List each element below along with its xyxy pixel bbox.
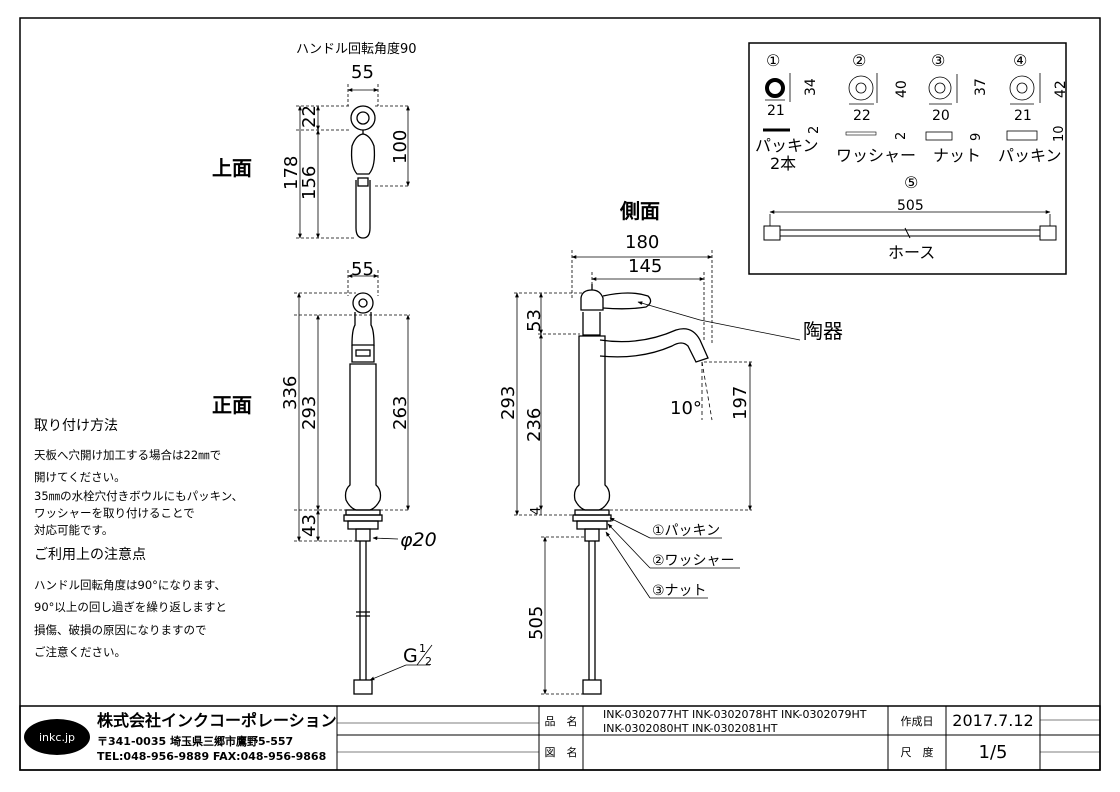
front-width-dim: 55 bbox=[351, 259, 374, 280]
part-2-width: 22 bbox=[853, 108, 871, 124]
company-logo bbox=[24, 719, 90, 755]
company-logo-text: inkc.jp bbox=[39, 731, 75, 744]
caution-line-2: 90°以上の回し過ぎを繰り返しますと bbox=[34, 600, 227, 614]
caution-line-3: 損傷、破損の原因になりますので bbox=[34, 623, 207, 637]
part-3-thickness: 9 bbox=[969, 133, 984, 141]
top-dim-178: 178 bbox=[281, 156, 302, 190]
top-view-outline bbox=[350, 105, 376, 239]
side-dim-236: 236 bbox=[524, 408, 545, 442]
top-width-dim: 55 bbox=[351, 62, 374, 83]
creation-date: 2017.7.12 bbox=[952, 711, 1033, 730]
front-dim-336: 336 bbox=[280, 376, 301, 410]
part-5-hose: ⑤ 505 ホース bbox=[763, 173, 1057, 262]
part-4-height: 42 bbox=[1053, 80, 1069, 98]
side-dim-180: 180 bbox=[625, 232, 659, 253]
part-2-washer: ② 40 22 2 ワッシャー bbox=[836, 51, 916, 165]
drawing-name-label: 図 名 bbox=[545, 745, 578, 759]
parts-box: ① 34 21 2 パッキン 2本 ② 40 22 2 ワッシャー ③ bbox=[748, 42, 1069, 275]
side-view: 側面 bbox=[498, 199, 843, 695]
install-line-5: 対応可能です。 bbox=[34, 523, 113, 537]
part-3-width: 20 bbox=[932, 108, 950, 124]
install-heading: 取り付け方法 bbox=[34, 418, 118, 434]
notes: 取り付け方法 天板へ穴開け加工する場合は22㎜で 開けてください。 35㎜の水栓… bbox=[34, 418, 243, 659]
thread-frac-num: 1 bbox=[419, 642, 426, 655]
product-names-line-2: INK-0302080HT INK-0302081HT bbox=[603, 722, 778, 735]
part-5-name: ホース bbox=[888, 243, 935, 262]
install-line-1: 天板へ穴開け加工する場合は22㎜で bbox=[34, 448, 221, 462]
drawing-scale: 1/5 bbox=[979, 742, 1008, 763]
company-contact: TEL:048-956-9889 FAX:048-956-9868 bbox=[97, 750, 326, 763]
front-view-label: 正面 bbox=[212, 393, 252, 417]
part-4-width: 21 bbox=[1014, 108, 1032, 124]
part-3-name: ナット bbox=[933, 146, 981, 165]
part-1-name: パッキン bbox=[755, 136, 819, 155]
scale-label: 尺 度 bbox=[901, 745, 934, 759]
ceramic-label: 陶器 bbox=[803, 319, 843, 343]
caution-heading: ご利用上の注意点 bbox=[34, 546, 146, 563]
diameter-dim: φ20 bbox=[400, 529, 437, 551]
callout-nut: ③ナット bbox=[652, 583, 707, 599]
product-name-label: 品 名 bbox=[545, 714, 578, 728]
handle-rotation-caption: ハンドル回転角度90 bbox=[296, 41, 417, 57]
part-2-name: ワッシャー bbox=[836, 146, 916, 165]
install-line-3: 35㎜の水栓穴付きボウルにもパッキン、 bbox=[34, 489, 243, 503]
part-1-height: 34 bbox=[803, 78, 819, 96]
front-dim-293: 293 bbox=[299, 396, 320, 430]
part-3-nut: ③ 37 20 9 ナット bbox=[925, 51, 989, 165]
part-1-width: 21 bbox=[767, 103, 785, 119]
side-dim-53: 53 bbox=[524, 309, 545, 332]
date-label: 作成日 bbox=[901, 715, 934, 728]
hose-length-dim: 505 bbox=[526, 606, 547, 640]
part-4-name: パッキン bbox=[998, 146, 1062, 165]
part-5-length: 505 bbox=[897, 198, 924, 214]
part-1-number: ① bbox=[766, 51, 780, 70]
part-4-number: ④ bbox=[1013, 51, 1027, 70]
angle-dim: 10° bbox=[670, 398, 702, 419]
front-view-outline bbox=[343, 292, 383, 695]
part-4-thickness: 10 bbox=[1052, 125, 1067, 142]
top-dim-100: 100 bbox=[390, 130, 411, 164]
part-1-quantity: 2本 bbox=[770, 154, 796, 173]
side-dim-145: 145 bbox=[628, 256, 662, 277]
side-dim-293: 293 bbox=[498, 386, 519, 420]
drawing-border bbox=[19, 17, 1101, 771]
top-view-label: 上面 bbox=[212, 156, 252, 180]
thread-frac-den: 2 bbox=[425, 655, 432, 668]
install-line-4: ワッシャーを取り付けることで bbox=[34, 506, 195, 520]
front-view: 正面 bbox=[212, 259, 437, 695]
top-view: ハンドル回転角度90 上面 55 22 156 bbox=[212, 41, 417, 239]
install-line-2: 開けてください。 bbox=[34, 470, 126, 484]
caution-line-4: ご注意ください。 bbox=[34, 645, 126, 659]
part-1-packing: ① 34 21 2 パッキン 2本 bbox=[755, 51, 822, 173]
callout-packing: ①パッキン bbox=[652, 523, 720, 539]
callout-washer: ②ワッシャー bbox=[652, 553, 735, 569]
part-4-packing: ④ 42 21 10 パッキン bbox=[998, 51, 1069, 165]
part-3-height: 37 bbox=[973, 78, 989, 96]
side-view-outline bbox=[572, 284, 709, 695]
front-dim-43: 43 bbox=[299, 514, 320, 537]
part-5-number: ⑤ bbox=[904, 173, 918, 192]
part-1-thickness: 2 bbox=[807, 126, 822, 134]
side-dim-4: 4 bbox=[529, 507, 544, 515]
side-dim-197: 197 bbox=[730, 386, 751, 420]
product-names-line-1: INK-0302077HT INK-0302078HT INK-0302079H… bbox=[603, 708, 867, 721]
company-address: 〒341-0035 埼玉県三郷市鷹野5-557 bbox=[97, 734, 293, 748]
top-dim-22: 22 bbox=[299, 105, 320, 128]
caution-line-1: ハンドル回転角度は90°になります、 bbox=[34, 578, 226, 592]
part-3-number: ③ bbox=[931, 51, 945, 70]
side-view-label: 側面 bbox=[619, 199, 660, 223]
part-2-thickness: 2 bbox=[894, 132, 909, 140]
thread-dim: G bbox=[403, 645, 418, 667]
part-2-height: 40 bbox=[894, 80, 910, 98]
part-2-number: ② bbox=[852, 51, 866, 70]
top-dim-156: 156 bbox=[299, 166, 320, 200]
front-dim-263: 263 bbox=[390, 396, 411, 430]
title-block: inkc.jp 株式会社インクコーポレーション 〒341-0035 埼玉県三郷市… bbox=[19, 705, 1101, 771]
company-name: 株式会社インクコーポレーション bbox=[97, 711, 337, 730]
